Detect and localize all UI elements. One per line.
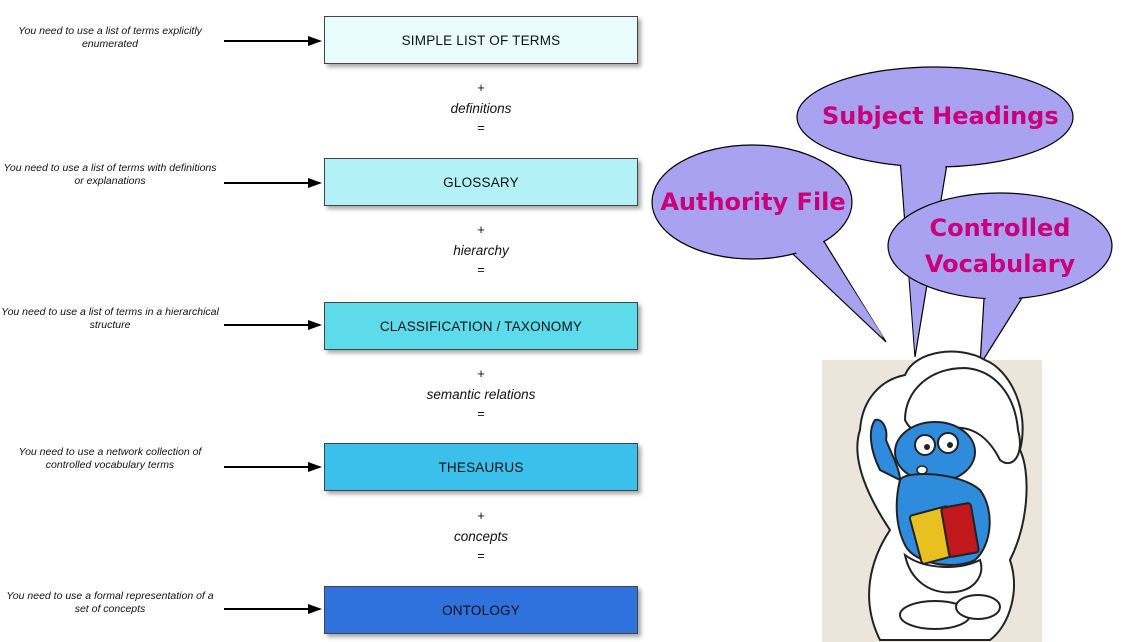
note-taxonomy: You need to use a list of terms in a hie…: [1, 306, 219, 331]
equals-sign: =: [477, 406, 485, 421]
note-simple-list: You need to use a list of terms explicit…: [18, 25, 202, 50]
arrow-ontology: [224, 604, 322, 614]
arrow-simple-list: [224, 36, 322, 46]
equals-sign: =: [477, 262, 485, 277]
operator-hierarchy: + hierarchy =: [324, 222, 638, 277]
plus-sign: +: [477, 366, 485, 381]
box-ontology: ONTOLOGY: [324, 586, 638, 634]
arrow-glossary: [224, 178, 322, 188]
bubble-label-authority-file: Authority File: [660, 188, 846, 216]
plus-sign: +: [477, 222, 485, 237]
equals-sign: =: [477, 548, 485, 563]
arrow-taxonomy: [224, 320, 322, 330]
bubble-controlled-vocabulary: [887, 192, 1113, 366]
bubble-label-subject-headings: Subject Headings: [822, 102, 1059, 130]
bubble-authority-file: [651, 144, 887, 343]
operator-label: semantic relations: [426, 387, 536, 402]
operator-semantic-relations: + semantic relations =: [324, 366, 638, 421]
operator-concepts: + concepts =: [324, 508, 638, 563]
note-thesaurus: You need to use a network collection of …: [18, 446, 202, 471]
operator-label: hierarchy: [453, 243, 509, 258]
equals-sign: =: [477, 120, 485, 135]
box-thesaurus: THESAURUS: [324, 443, 638, 491]
plus-sign: +: [477, 80, 485, 95]
note-ontology: You need to use a formal representation …: [6, 590, 214, 615]
box-glossary: GLOSSARY: [324, 158, 638, 206]
operator-label: concepts: [453, 529, 509, 544]
note-glossary: You need to use a list of terms with def…: [3, 162, 217, 187]
operator-label: definitions: [450, 101, 512, 116]
arrow-thesaurus: [224, 462, 322, 472]
smurf-illustration: [856, 350, 1028, 641]
plus-sign: +: [477, 508, 485, 523]
operator-definitions: + definitions =: [324, 80, 638, 135]
bubble-label-vocabulary: Vocabulary: [924, 250, 1076, 278]
bubble-label-controlled: Controlled: [929, 214, 1071, 242]
box-classification-taxonomy: CLASSIFICATION / TAXONOMY: [324, 302, 638, 350]
box-simple-list-of-terms: SIMPLE LIST OF TERMS: [324, 16, 638, 64]
